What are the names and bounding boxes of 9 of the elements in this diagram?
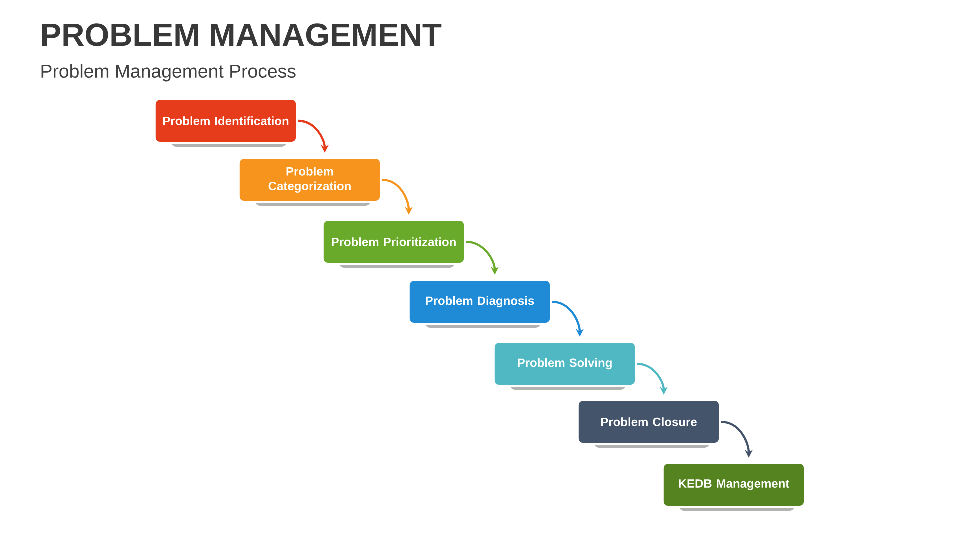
process-box: KEDB Management [662,462,806,511]
process-box: Problem Solving [492,341,638,390]
subtitle: Problem Management Process [42,64,296,82]
process-box: Problem Prioritization [322,219,466,268]
process-box: Problem Categorization [238,157,382,206]
process-box: Problem Closure [576,399,722,448]
process-box: Problem Diagnosis [408,279,552,328]
title: PROBLEM MANAGEMENT [42,24,442,46]
process-box: Problem Identification [154,98,298,147]
